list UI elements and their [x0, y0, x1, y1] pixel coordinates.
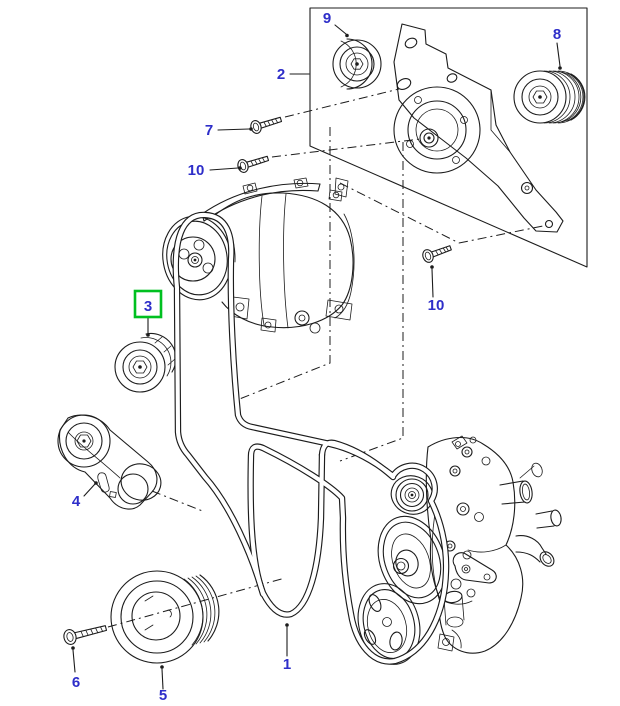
idler-pulley-9 [332, 38, 382, 90]
bolt-6 [63, 625, 108, 645]
callout-1[interactable]: 1 [283, 623, 291, 673]
water-pump-hub [393, 86, 481, 174]
bolt-7 [250, 116, 283, 134]
bolt-10-left [237, 155, 270, 173]
ac-compressor [162, 177, 355, 334]
drive-belt [172, 211, 450, 665]
callout-label-1[interactable]: 1 [283, 656, 291, 673]
crankshaft-pulley [110, 570, 220, 664]
hose-neck-middle [519, 462, 562, 529]
callout-label-7[interactable]: 7 [205, 122, 213, 139]
callout-label-6[interactable]: 6 [72, 674, 80, 691]
callout-label-8[interactable]: 8 [553, 26, 561, 43]
pulley-bracket-plate [393, 23, 564, 233]
idler-pulley-8 [513, 70, 586, 124]
callout-5[interactable]: 5 [159, 665, 167, 704]
callout-label-5[interactable]: 5 [159, 687, 167, 704]
callout-2[interactable]: 2 [277, 66, 310, 83]
callout-4[interactable]: 4 [72, 481, 98, 510]
callout-6[interactable]: 6 [71, 646, 80, 691]
callout-label-4[interactable]: 4 [72, 493, 81, 510]
callout-8[interactable]: 8 [553, 26, 562, 70]
callout-label-3[interactable]: 3 [144, 298, 152, 315]
callout-3-highlighted[interactable]: 3 [133, 289, 163, 337]
callout-7[interactable]: 7 [205, 122, 253, 139]
alignment-lines [107, 88, 544, 628]
callout-label-10-left[interactable]: 10 [188, 162, 205, 179]
highlight-box[interactable] [133, 289, 163, 319]
callout-10-right[interactable]: 10 [428, 265, 445, 314]
power-steering-pulley [357, 583, 421, 665]
callout-label-10-right[interactable]: 10 [428, 297, 445, 314]
callout-label-9[interactable]: 9 [323, 10, 331, 27]
callout-label-2[interactable]: 2 [277, 66, 285, 83]
bracket-assembly-box [309, 7, 588, 268]
belt-tensioner [57, 414, 162, 510]
callout-9[interactable]: 9 [323, 10, 349, 38]
hose-neck-lower [515, 535, 555, 567]
hose-neck-upper [499, 480, 533, 505]
bolt-10-right [422, 245, 452, 263]
callout-10-left[interactable]: 10 [188, 162, 242, 179]
idler-pulley-3 [114, 332, 177, 393]
